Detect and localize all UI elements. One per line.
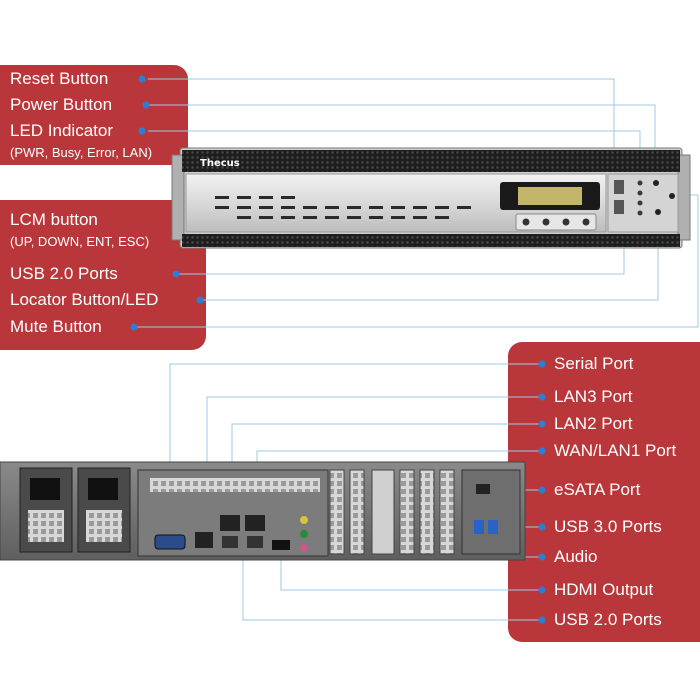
dot-esata (538, 486, 546, 494)
front-top-grill (182, 150, 680, 172)
label-esata-port: eSATA Port (554, 480, 641, 499)
label-serial-port: Serial Port (554, 354, 634, 373)
label-reset-button: Reset Button (10, 69, 109, 88)
label-usb20-front: USB 2.0 Ports (10, 264, 118, 283)
label-lan2-port: LAN2 Port (554, 414, 633, 433)
usb30-port-1 (474, 520, 484, 534)
leader-line-mute (134, 194, 699, 328)
dot-reset (138, 75, 146, 83)
psu-2-power-socket (88, 478, 118, 500)
psu-1-fan-grill (28, 510, 64, 542)
wan-lan1-port (245, 515, 265, 531)
audio-jack-3 (300, 544, 308, 552)
audio-jack-2 (300, 530, 308, 538)
dot-power (142, 101, 150, 109)
label-locator-button: Locator Button/LED (10, 290, 159, 309)
dot-locator (196, 296, 204, 304)
label-usb20-rear: USB 2.0 Ports (554, 610, 662, 629)
dot-mute (130, 323, 138, 331)
leader-line-reset (148, 78, 615, 180)
serial-port (154, 534, 186, 550)
leader-line-hdmi (280, 548, 542, 591)
dot-usb30 (538, 523, 546, 531)
label-lan3-port: LAN3 Port (554, 387, 633, 406)
rear-unit (0, 461, 526, 561)
leader-line-usb20-front (176, 238, 625, 275)
dot-lan2 (538, 420, 546, 428)
lcm-esc-button[interactable] (582, 218, 590, 226)
rear-right-panel (461, 469, 521, 555)
label-hdmi-output: HDMI Output (554, 580, 654, 599)
expansion-slots (329, 469, 455, 555)
front-usb-port-1 (614, 180, 624, 194)
mute-button[interactable] (669, 193, 675, 199)
label-led-indicator: LED Indicator (10, 121, 113, 140)
dot-serial (538, 360, 546, 368)
leader-line-locator (200, 238, 659, 301)
dot-usb20-front (172, 270, 180, 278)
brand-logo: Thecus (200, 158, 240, 169)
psu-2-fan-grill (86, 510, 122, 542)
rear-usb20-port-1 (222, 536, 238, 548)
front-bottom-grill (182, 234, 680, 247)
hdmi-port (272, 540, 290, 550)
label-mute-button: Mute Button (10, 317, 102, 336)
lcm-up-button[interactable] (522, 218, 530, 226)
dot-usb20-rear (538, 616, 546, 624)
leader-line-usb20-rear (242, 550, 542, 621)
front-unit: Thecus (171, 147, 691, 249)
audio-jack-1 (300, 516, 308, 524)
dot-audio (538, 553, 546, 561)
label-power-button: Power Button (10, 95, 113, 114)
esata-port (476, 484, 490, 494)
dot-wan (538, 447, 546, 455)
psu-1-power-socket (30, 478, 60, 500)
led-error (637, 200, 643, 206)
label-lcm-button: LCM button (10, 210, 98, 229)
usb30-port-2 (488, 520, 498, 534)
label-wan-lan1-port: WAN/LAN1 Port (554, 441, 677, 460)
label-usb30-ports: USB 3.0 Ports (554, 517, 662, 536)
dot-lan3 (538, 393, 546, 401)
lcm-ent-button[interactable] (562, 218, 570, 226)
lan3-port (195, 532, 213, 548)
label-audio: Audio (554, 547, 598, 566)
led-lan (637, 210, 643, 216)
label-led-indicator-detail: (PWR, Busy, Error, LAN) (10, 145, 153, 160)
lcm-down-button[interactable] (542, 218, 550, 226)
front-usb-port-2 (614, 200, 624, 214)
led-busy (637, 190, 643, 196)
front-vent-slits (215, 196, 471, 219)
label-lcm-button-detail: (UP, DOWN, ENT, ESC) (10, 234, 150, 249)
rear-usb20-port-2 (247, 536, 263, 548)
dot-led (138, 127, 146, 135)
locator-button[interactable] (655, 209, 661, 215)
dot-hdmi (538, 586, 546, 594)
lcd-screen (518, 187, 582, 205)
lan2-port (220, 515, 240, 531)
left-rack-ear (171, 154, 185, 241)
front-top-callout-panel (0, 65, 188, 165)
lcm-button-strip (515, 213, 597, 231)
power-button[interactable] (653, 180, 659, 186)
rear-top-vent (150, 478, 320, 492)
led-pwr (637, 180, 643, 186)
